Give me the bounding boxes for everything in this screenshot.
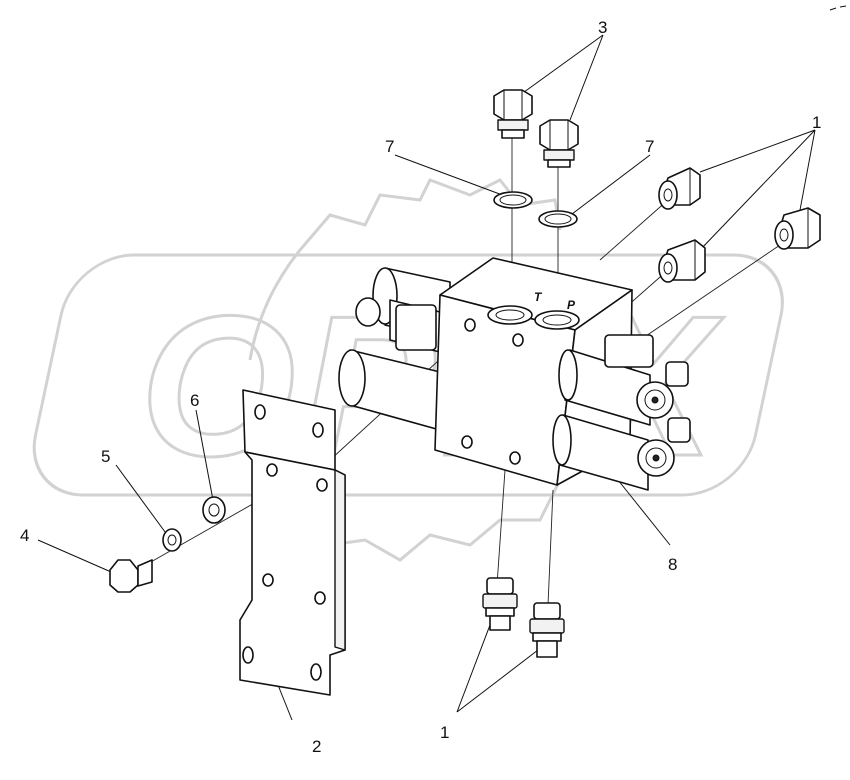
watermark-band bbox=[32, 253, 784, 497]
leader-lines bbox=[37, 34, 816, 721]
bracket-plate bbox=[239, 451, 346, 696]
callout-8: 8 bbox=[668, 555, 677, 574]
lock-washer bbox=[162, 528, 182, 552]
seal-ring-left bbox=[493, 191, 533, 209]
seal-ring-right bbox=[538, 210, 578, 228]
callouts: 3 1 7 7 6 5 4 8 1 2 bbox=[20, 18, 821, 756]
callout-4: 4 bbox=[20, 526, 29, 545]
bracket-hole bbox=[314, 591, 326, 605]
callout-1-bottom: 1 bbox=[440, 723, 449, 742]
block-hole bbox=[461, 435, 473, 449]
callout-7-right: 7 bbox=[645, 137, 654, 156]
callout-2: 2 bbox=[312, 737, 321, 756]
callout-1-top: 1 bbox=[812, 113, 821, 132]
flat-washer bbox=[202, 496, 226, 524]
left-connector-nut bbox=[355, 297, 381, 327]
right-coil-upper-start bbox=[558, 349, 578, 401]
fitting-upper bbox=[658, 167, 701, 210]
corner-mark bbox=[829, 5, 847, 11]
port-p bbox=[534, 310, 580, 330]
bracket-hole bbox=[266, 463, 278, 477]
left-coil-lower-end bbox=[338, 349, 366, 407]
bracket-hole bbox=[312, 422, 324, 438]
plug-left bbox=[493, 89, 533, 139]
block-hole bbox=[464, 318, 476, 332]
bracket-hole bbox=[262, 573, 274, 587]
left-connector-plug bbox=[395, 304, 437, 351]
port-label-p: P bbox=[567, 298, 576, 312]
fitting-bottom-right bbox=[529, 602, 565, 658]
port-t bbox=[487, 305, 533, 325]
block-hole bbox=[512, 333, 524, 347]
mounting-bracket bbox=[239, 389, 346, 696]
fitting-middle bbox=[658, 239, 706, 283]
bolt bbox=[109, 559, 153, 593]
callout-3: 3 bbox=[598, 18, 607, 37]
right-coil-lower-start bbox=[552, 414, 572, 466]
right-connector-nut bbox=[665, 361, 689, 387]
right-connector-plug bbox=[604, 334, 654, 368]
block-hole bbox=[509, 451, 521, 465]
port-label-t: T bbox=[534, 290, 543, 304]
bracket-side-edge bbox=[334, 469, 346, 651]
plug-right bbox=[539, 119, 579, 168]
bracket-slot bbox=[242, 646, 254, 664]
fitting-bottom-left bbox=[482, 577, 518, 631]
fitting-right bbox=[774, 207, 821, 250]
right-connector-nut-lower bbox=[667, 417, 691, 443]
bracket-hole bbox=[316, 478, 328, 492]
bracket-hole bbox=[254, 404, 266, 420]
callout-7-left: 7 bbox=[385, 137, 394, 156]
bracket-slot bbox=[310, 663, 322, 681]
callout-6: 6 bbox=[190, 391, 199, 410]
callout-5: 5 bbox=[101, 447, 110, 466]
valve-block: T P bbox=[338, 257, 691, 491]
